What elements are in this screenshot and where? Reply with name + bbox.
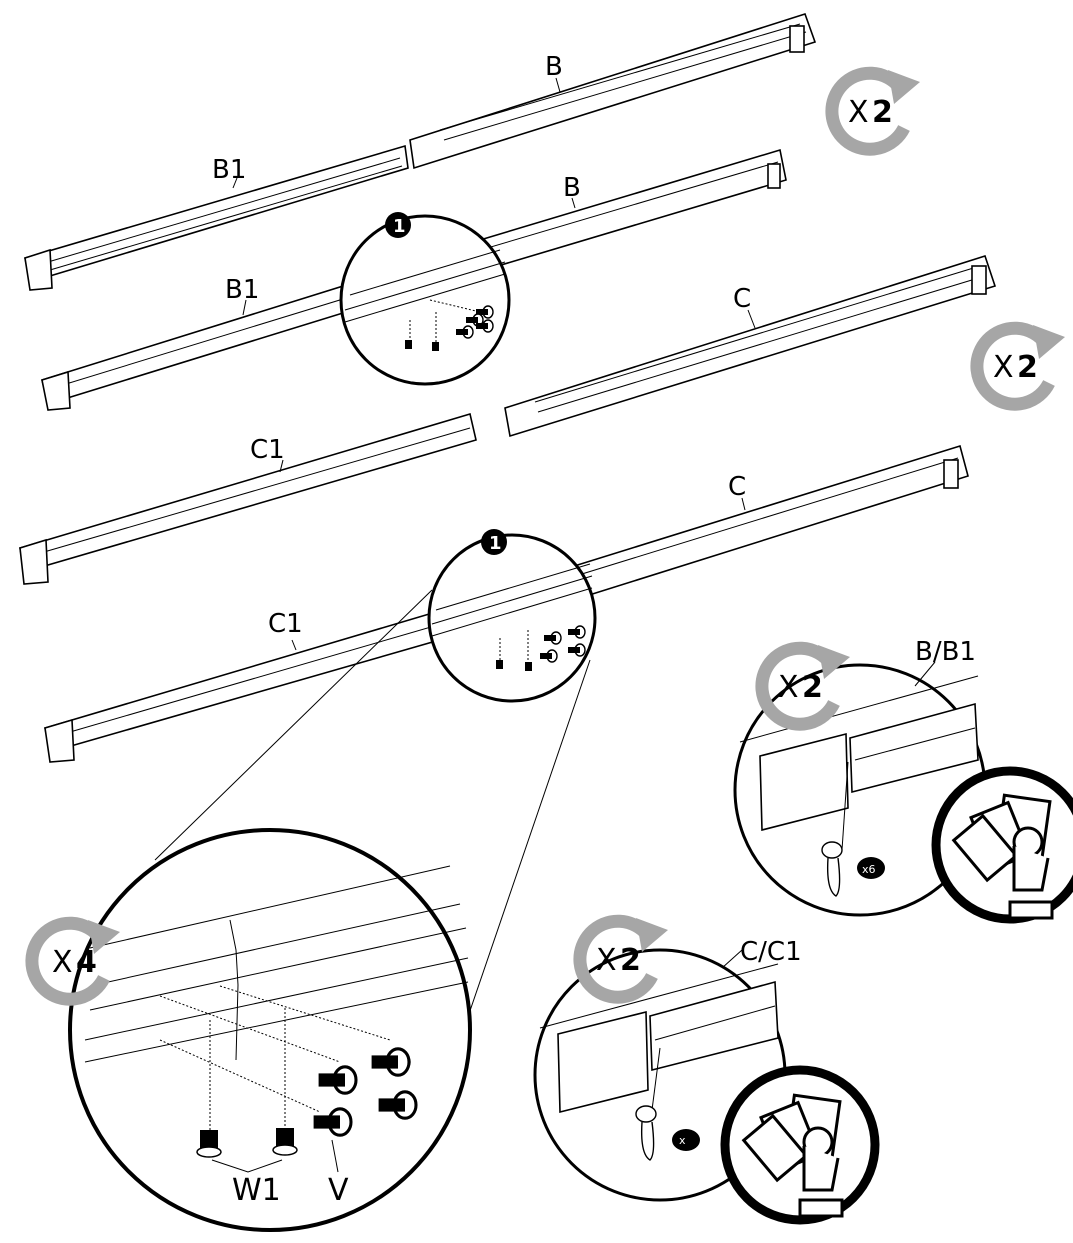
detail-circle-c: 1	[427, 529, 597, 703]
rotate-x4-detail: X 4	[32, 920, 120, 999]
label-b1-top: B1	[212, 155, 246, 185]
svg-text:X: X	[778, 670, 799, 705]
label-c-top: C	[733, 284, 751, 314]
rotate-x2-bb1: X 2	[762, 645, 850, 724]
svg-text:X: X	[52, 945, 73, 980]
label-b-top: B	[545, 52, 563, 82]
label-b-mid: B	[563, 173, 581, 203]
beam-c-mid	[509, 444, 969, 620]
large-detail-circle: W1 V	[68, 828, 472, 1232]
rotate-x2-b: X 2	[832, 70, 920, 149]
beam-c1-top	[19, 412, 477, 585]
label-cc1: C/C1	[740, 937, 802, 967]
bb1-count: x6	[862, 863, 876, 876]
svg-text:4: 4	[76, 945, 97, 980]
svg-text:X: X	[596, 943, 617, 978]
rotate-x2-c: X 2	[977, 325, 1065, 404]
step-badge-2: 1	[489, 533, 502, 554]
label-c-mid: C	[728, 472, 746, 502]
label-w1: W1	[232, 1173, 281, 1208]
svg-text:2: 2	[802, 670, 823, 705]
beam-c-top	[504, 254, 997, 438]
label-c1-mid: C1	[268, 609, 303, 639]
label-c1-top: C1	[250, 435, 285, 465]
svg-text:2: 2	[620, 943, 641, 978]
svg-text:X: X	[993, 350, 1014, 385]
hand-cash-icon-1	[931, 766, 1073, 924]
detail-circle-b: 1	[339, 212, 511, 386]
step-badge-1: 1	[393, 216, 406, 237]
beam-b-top	[409, 13, 817, 170]
rotate-x2-cc1: X 2	[580, 918, 668, 997]
hand-cash-icon-2	[720, 1065, 880, 1225]
label-bb1: B/B1	[915, 637, 976, 667]
beam-b1-top	[24, 144, 409, 291]
label-b1-mid: B1	[225, 275, 259, 305]
cc1-count: x	[679, 1134, 686, 1147]
svg-text:X: X	[848, 95, 869, 130]
svg-text:2: 2	[1017, 350, 1038, 385]
svg-text:2: 2	[872, 95, 893, 130]
label-v: V	[328, 1173, 349, 1208]
